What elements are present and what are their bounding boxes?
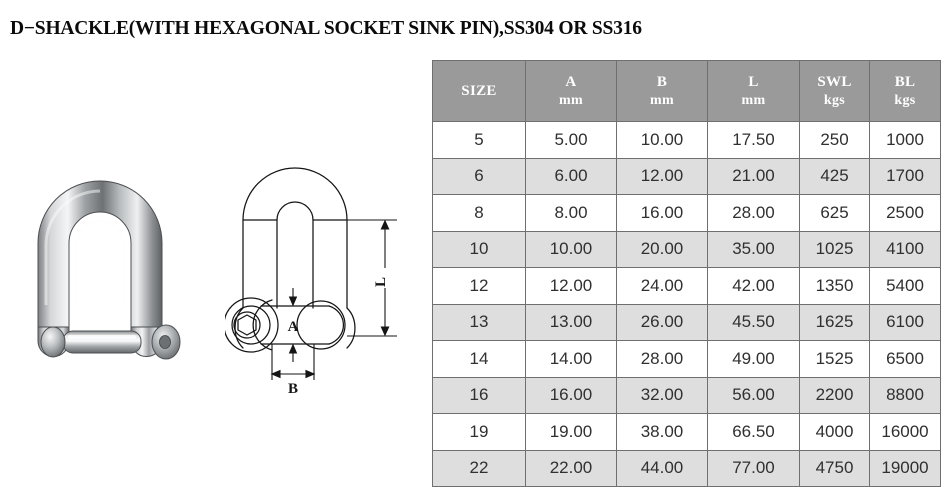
column-header-a: A mm [525, 60, 617, 122]
cell-bl: 1000 [869, 121, 941, 159]
cell-bl: 1700 [869, 157, 941, 195]
cell-swl: 250 [799, 121, 870, 159]
cell-a: 12.00 [525, 267, 617, 305]
cell-bl: 2500 [869, 194, 941, 232]
cell-size: 8 [432, 194, 526, 232]
spec-table: SIZE A mm B mm L mm SWL kgs [432, 60, 941, 487]
cell-size: 16 [432, 376, 526, 414]
dimension-label-l: L [373, 277, 389, 287]
cell-size: 5 [432, 121, 526, 159]
cell-a: 6.00 [525, 157, 617, 195]
column-header-b: B mm [616, 60, 708, 122]
cell-bl: 16000 [869, 413, 941, 451]
cell-bl: 6500 [869, 340, 941, 378]
cell-a: 19.00 [525, 413, 617, 451]
cell-l: 42.00 [707, 267, 800, 305]
column-header-b-name: B [656, 73, 668, 90]
cell-b: 16.00 [616, 194, 708, 232]
cell-swl: 425 [799, 157, 870, 195]
cell-swl: 625 [799, 194, 870, 232]
cell-l: 28.00 [707, 194, 800, 232]
cell-l: 45.50 [707, 303, 800, 341]
cell-bl: 6100 [869, 303, 941, 341]
cell-a: 22.00 [525, 449, 617, 487]
cell-l: 35.00 [707, 230, 800, 268]
column-header-l: L mm [707, 60, 800, 122]
cell-a: 5.00 [525, 121, 617, 159]
cell-size: 6 [432, 157, 526, 195]
cell-b: 24.00 [616, 267, 708, 305]
cell-b: 20.00 [616, 230, 708, 268]
cell-size: 12 [432, 267, 526, 305]
cell-swl: 1025 [799, 230, 870, 268]
cell-swl: 1350 [799, 267, 870, 305]
cell-bl: 5400 [869, 267, 941, 305]
cell-bl: 4100 [869, 230, 941, 268]
column-header-size: SIZE [432, 60, 526, 122]
product-photo [8, 155, 203, 385]
cell-l: 17.50 [707, 121, 800, 159]
cell-size: 10 [432, 230, 526, 268]
cell-bl: 19000 [869, 449, 941, 487]
cell-l: 49.00 [707, 340, 800, 378]
cell-b: 32.00 [616, 376, 708, 414]
cell-b: 10.00 [616, 121, 708, 159]
column-header-a-name: A [565, 73, 577, 90]
cell-l: 66.50 [707, 413, 800, 451]
dimension-label-a: A [288, 319, 299, 335]
column-header-swl-unit: kgs [823, 92, 846, 108]
cell-a: 14.00 [525, 340, 617, 378]
cell-b: 12.00 [616, 157, 708, 195]
column-header-l-unit: mm [741, 92, 766, 108]
column-header-l-name: L [748, 73, 759, 90]
cell-swl: 4000 [799, 413, 870, 451]
cell-b: 28.00 [616, 340, 708, 378]
cell-swl: 1625 [799, 303, 870, 341]
cell-size: 19 [432, 413, 526, 451]
shackle-photo-image [37, 180, 181, 360]
dimension-label-b: B [288, 381, 298, 397]
cell-a: 8.00 [525, 194, 617, 232]
cell-size: 14 [432, 340, 526, 378]
cell-swl: 2200 [799, 376, 870, 414]
cell-l: 21.00 [707, 157, 800, 195]
column-header-bl: BL kgs [869, 60, 941, 122]
cell-l: 56.00 [707, 376, 800, 414]
cell-b: 44.00 [616, 449, 708, 487]
specification-table: SIZE A mm B mm L mm SWL kgs [432, 60, 941, 487]
cell-b: 38.00 [616, 413, 708, 451]
cell-size: 22 [432, 449, 526, 487]
page-title: D−SHACKLE(WITH HEXAGONAL SOCKET SINK PIN… [10, 18, 642, 39]
column-header-a-unit: mm [559, 92, 583, 108]
cell-swl: 4750 [799, 449, 870, 487]
column-header-size-name: SIZE [461, 82, 497, 99]
column-header-b-unit: mm [650, 92, 674, 108]
shackle-drawing-image: L A B [225, 167, 397, 397]
column-header-bl-unit: kgs [894, 92, 916, 108]
cell-a: 16.00 [525, 376, 617, 414]
cell-l: 77.00 [707, 449, 800, 487]
table-header-row: SIZE A mm B mm L mm SWL kgs [432, 60, 941, 122]
cell-size: 13 [432, 303, 526, 341]
cell-swl: 1525 [799, 340, 870, 378]
technical-drawing: L A B [225, 148, 420, 403]
cell-bl: 8800 [869, 376, 941, 414]
column-header-swl: SWL kgs [799, 60, 870, 122]
cell-a: 10.00 [525, 230, 617, 268]
column-header-swl-name: SWL [817, 73, 852, 90]
column-header-bl-name: BL [894, 73, 916, 90]
cell-a: 13.00 [525, 303, 617, 341]
cell-b: 26.00 [616, 303, 708, 341]
